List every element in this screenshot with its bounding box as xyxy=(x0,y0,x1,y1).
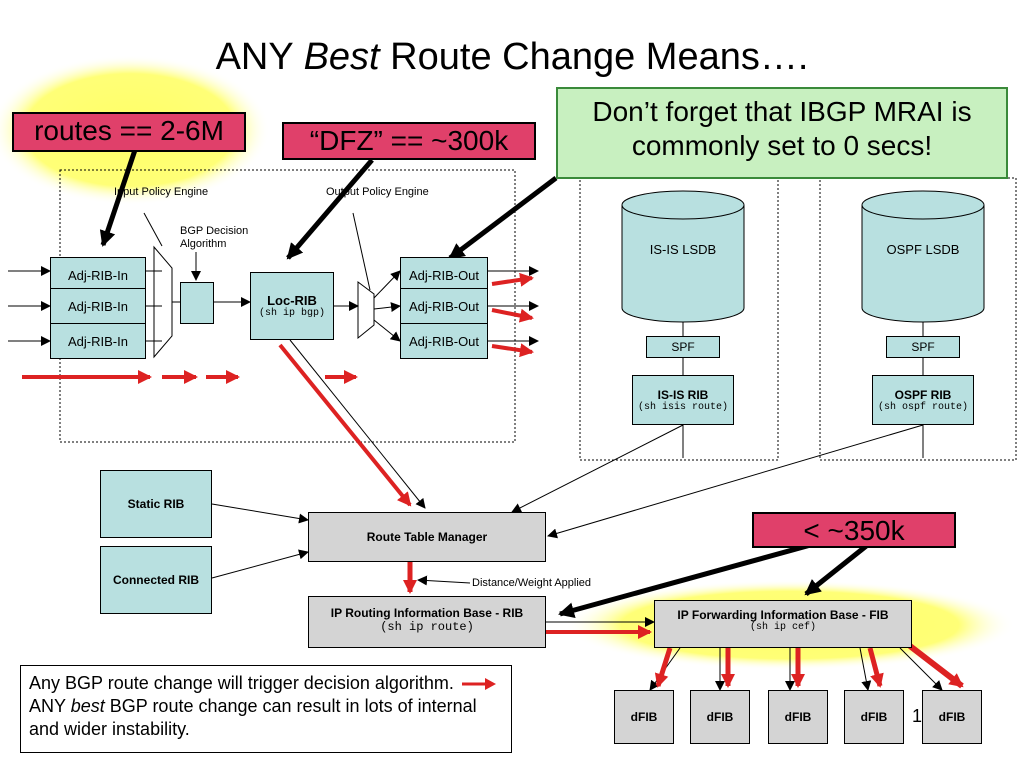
loc-rib-box: Loc-RIB (sh ip bgp) xyxy=(250,272,334,340)
route-table-manager-box: Route Table Manager xyxy=(308,512,546,562)
title-emphasis: Best xyxy=(303,36,380,78)
decision-algorithm-box xyxy=(180,282,214,324)
isis-rib-command: (sh isis route) xyxy=(637,401,728,413)
note-box: Any BGP route change will trigger decisi… xyxy=(20,665,512,753)
adj-rib-out-3: Adj-RIB-Out xyxy=(400,323,488,359)
fib-box: IP Forwarding Information Base - FIB (sh… xyxy=(654,600,912,648)
adj-rib-in-1: Adj-RIB-In xyxy=(50,257,146,293)
output-policy-label: Output Policy Engine xyxy=(326,186,429,198)
title-prefix: ANY xyxy=(215,36,304,78)
title-suffix: Route Change Means…. xyxy=(379,36,809,78)
input-policy-mux xyxy=(153,245,173,359)
connected-rib-box: Connected RIB xyxy=(100,546,212,614)
adj-rib-in-3: Adj-RIB-In xyxy=(50,323,146,359)
callout-fib-count: < ~350k xyxy=(752,512,956,548)
ospf-rib-box: OSPF RIB (sh ospf route) xyxy=(872,375,974,425)
ospf-spf-box: SPF xyxy=(886,336,960,358)
ospf-rib-command: (sh ospf route) xyxy=(877,401,968,413)
red-arrow-icon xyxy=(461,678,496,691)
isis-rib-label: IS-IS RIB xyxy=(657,387,709,402)
note-line1: Any BGP route change will trigger decisi… xyxy=(29,673,454,693)
dfib-5: dFIB xyxy=(922,690,982,744)
ospf-lsdb-label: OSPF LSDB xyxy=(886,242,960,257)
isis-spf-box: SPF xyxy=(646,336,720,358)
loc-rib-label: Loc-RIB xyxy=(267,293,317,308)
callout-routes: routes == 2-6M xyxy=(12,112,246,152)
dfib-1: dFIB xyxy=(614,690,674,744)
output-policy-mux xyxy=(357,281,375,340)
note-any: ANY xyxy=(29,696,66,716)
rib-label: IP Routing Information Base - RIB xyxy=(330,606,524,620)
static-rib-box: Static RIB xyxy=(100,470,212,538)
slide-title: ANY Best Route Change Means…. xyxy=(0,36,1024,79)
input-policy-label: Input Policy Engine xyxy=(114,186,209,198)
adj-rib-out-1: Adj-RIB-Out xyxy=(400,257,488,293)
distance-weight-label: Distance/Weight Applied xyxy=(472,577,592,589)
dfib-2: dFIB xyxy=(690,690,750,744)
rib-box: IP Routing Information Base - RIB (sh ip… xyxy=(308,596,546,648)
ospf-rib-label: OSPF RIB xyxy=(894,387,952,402)
isis-rib-box: IS-IS RIB (sh isis route) xyxy=(632,375,734,425)
isis-lsdb-cylinder xyxy=(621,190,745,323)
adj-rib-in-2: Adj-RIB-In xyxy=(50,288,146,324)
bgp-decision-label: BGP Decision Algorithm xyxy=(180,225,249,250)
rib-command: (sh ip route) xyxy=(380,620,474,634)
dfib-3: dFIB xyxy=(768,690,828,744)
fib-label: IP Forwarding Information Base - FIB xyxy=(677,608,889,622)
note-rest: BGP route change can result in lots of i… xyxy=(29,696,477,739)
callout-dfz: “DFZ” == ~300k xyxy=(282,122,536,160)
dfib-4: dFIB xyxy=(844,690,904,744)
fib-command: (sh ip cef) xyxy=(749,622,816,633)
page-number: 1 xyxy=(912,706,923,726)
loc-rib-command: (sh ip bgp) xyxy=(258,308,325,319)
note-best: best xyxy=(70,696,105,716)
adj-rib-out-2: Adj-RIB-Out xyxy=(400,288,488,324)
callout-mrai: Don’t forget that IBGP MRAI is commonly … xyxy=(556,87,1008,179)
isis-lsdb-label: IS-IS LSDB xyxy=(649,242,717,257)
